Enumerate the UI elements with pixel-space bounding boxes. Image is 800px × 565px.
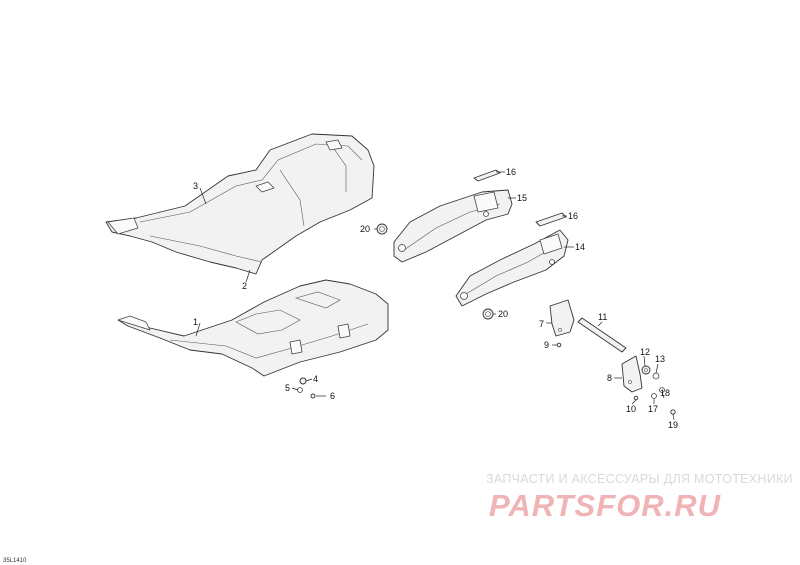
- drawing-code: 35L1410: [3, 558, 27, 564]
- leader-lines: [195, 171, 675, 421]
- callout-16-upper: 16: [506, 167, 516, 177]
- watermark-tagline: ЗАПЧАСТИ И АКСЕССУАРЫ ДЛЯ МОТОТЕХНИКИ: [486, 472, 793, 486]
- screw-part-9: [556, 342, 562, 348]
- callout-14: 14: [575, 242, 585, 252]
- rod-part-11: [577, 317, 627, 353]
- callout-3: 3: [193, 181, 198, 191]
- callout-20-upper: 20: [360, 224, 370, 234]
- seat-part: [105, 133, 375, 275]
- callout-1: 1: [193, 317, 198, 327]
- bolt-part-17: [670, 409, 676, 415]
- washer-part-12: [641, 365, 651, 375]
- callout-8: 8: [607, 373, 612, 383]
- nut-part-13: [652, 372, 660, 380]
- callout-19: 18: [660, 388, 670, 398]
- strip-part-16a: [473, 169, 501, 182]
- callout-2: 2: [242, 281, 247, 291]
- callout-7: 7: [539, 319, 544, 329]
- callout-4: 4: [313, 374, 318, 384]
- watermark: ЗАПЧАСТИ И АКСЕССУАРЫ ДЛЯ МОТОТЕХНИКИ PA…: [486, 472, 793, 523]
- callout-13: 13: [655, 354, 665, 364]
- spacer-part-20b: [482, 308, 494, 320]
- washer-part-18: [651, 393, 657, 399]
- callout-18: 17: [648, 404, 658, 414]
- bracket-part-7: [549, 299, 575, 337]
- washer-part-5: [297, 387, 303, 393]
- callout-6: 6: [330, 391, 335, 401]
- watermark-brand: PARTSFOR.RU: [489, 488, 722, 523]
- callout-15: 15: [517, 193, 527, 203]
- spacer-part-20a: [376, 223, 388, 235]
- nut-part-19: [659, 387, 665, 393]
- strip-part-16b: [535, 212, 567, 227]
- side-panel-part-14: [455, 229, 569, 307]
- callout-9: 9: [544, 340, 549, 350]
- callout-16-lower: 16: [568, 211, 578, 221]
- bracket-part-8: [621, 355, 643, 393]
- callout-12: 12: [640, 347, 650, 357]
- screw-part-6: [310, 393, 316, 399]
- callout-17: 19: [668, 420, 678, 430]
- callout-10: 10: [626, 404, 636, 414]
- screw-part-10: [633, 395, 639, 401]
- nut-part-4: [299, 377, 307, 385]
- callout-5: 5: [285, 383, 290, 393]
- callout-11: 11: [598, 312, 607, 322]
- side-panel-part-15: [393, 189, 513, 263]
- seat-base-part: [117, 279, 389, 377]
- callout-labels: 3 2 1 4 5 6 16 15 16 14 20 20 7 9 11 8 1…: [193, 167, 678, 430]
- callout-20-lower: 20: [498, 309, 508, 319]
